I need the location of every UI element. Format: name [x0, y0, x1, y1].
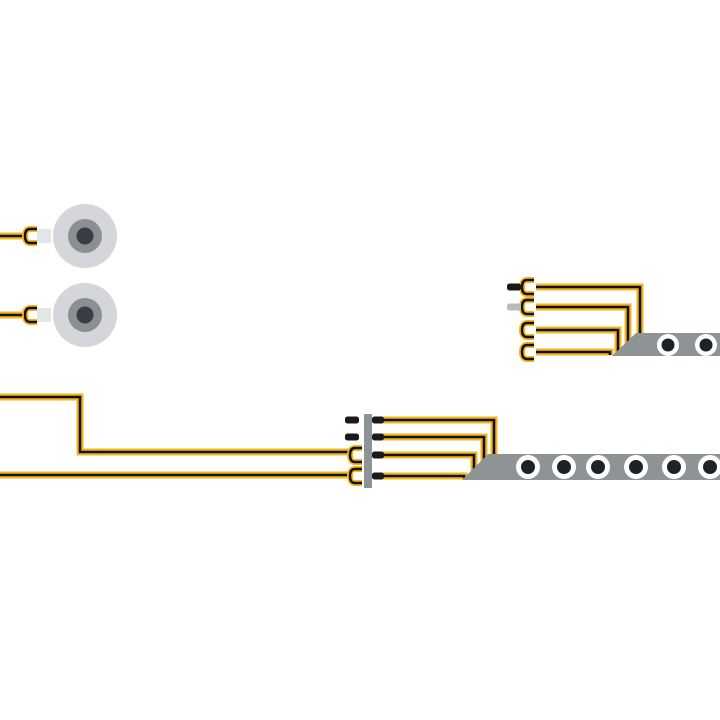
lower-pin — [372, 472, 384, 480]
strip-hole — [521, 460, 535, 474]
upper-bundle-wire-core — [536, 305, 630, 355]
lower-pin — [372, 416, 384, 424]
strip-hole — [699, 338, 713, 352]
lower-bundle-wire-core — [380, 474, 466, 478]
upper-bundle-lug — [518, 320, 534, 340]
lower-left-pin — [345, 433, 359, 441]
jack-lug-core — [23, 306, 37, 324]
upper-bundle-wire-core — [536, 285, 642, 355]
jack-lug — [21, 226, 37, 246]
upper-bundle-lug-core — [520, 278, 534, 296]
upper-pin-light — [507, 303, 521, 311]
strip-hole — [661, 338, 675, 352]
jack-lug-core — [23, 227, 37, 245]
lower-pin — [372, 451, 384, 459]
upper-bundle-lug — [518, 297, 534, 317]
wires-layer — [0, 232, 644, 480]
strip-hole — [591, 460, 605, 474]
lower-left-lug-core — [348, 467, 362, 485]
ring-core — [76, 227, 94, 245]
ring-core — [76, 306, 94, 324]
upper-bundle-lug — [518, 277, 534, 297]
round-jack-icon — [37, 283, 117, 347]
upper-bundle-lug-core — [520, 343, 534, 361]
upper-bundle-lug-core — [520, 298, 534, 316]
upper-pin-dark — [507, 283, 521, 291]
parts-layer — [21, 204, 720, 488]
lower-left-lug — [346, 466, 362, 486]
lower-left-lug — [346, 445, 362, 465]
ring-neck — [37, 229, 51, 243]
strip-hole — [557, 460, 571, 474]
strip-hole — [703, 460, 717, 474]
lower-bracket — [364, 414, 372, 488]
upper-bundle-lug-core — [520, 321, 534, 339]
long-feed-wire-upper — [0, 393, 350, 456]
jack-lug — [21, 305, 37, 325]
upper-bundle-wire-core — [536, 328, 620, 355]
lower-left-pin — [345, 416, 359, 424]
lower-left-lug-core — [348, 446, 362, 464]
upper-bundle-lug — [518, 342, 534, 362]
lower-pin — [372, 433, 384, 441]
upper-bundle-wire — [536, 348, 614, 356]
strip-hole — [629, 460, 643, 474]
lower-bundle-wire — [380, 472, 468, 480]
upper-bundle-wire — [536, 283, 644, 355]
long-feed-wire-upper-core — [0, 395, 350, 454]
upper-bundle-wire — [536, 326, 622, 355]
upper-bundle-wire — [536, 303, 632, 355]
strip-hole — [667, 460, 681, 474]
ring-neck — [37, 308, 51, 322]
round-jack-icon — [37, 204, 117, 268]
upper-bundle-wire-core — [536, 350, 612, 355]
